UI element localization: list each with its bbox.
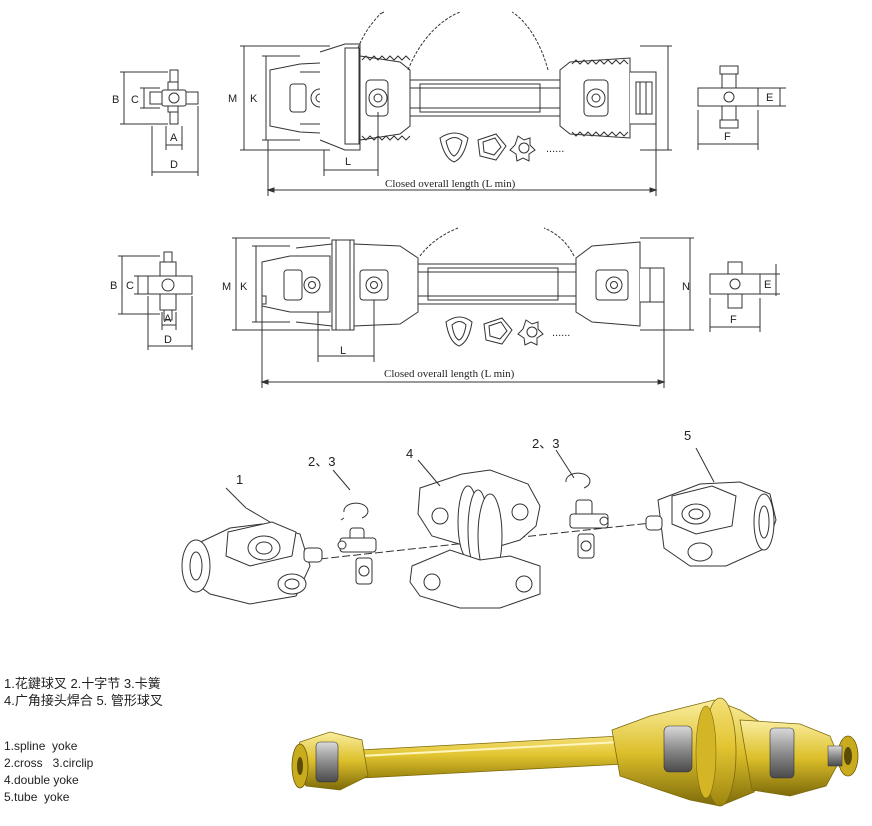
dim-m-top: M	[228, 93, 237, 105]
middle-drawing: B C A D	[110, 227, 780, 388]
legend-english-line-4: 5.tube yoke	[4, 790, 70, 804]
dim-e-top: E	[766, 92, 773, 104]
part-circlip-cross-left	[337, 502, 377, 585]
dim-b-top: B	[112, 94, 119, 106]
shaft-assembly-top	[240, 11, 672, 196]
pto-shaft-product-image	[291, 697, 859, 807]
part-double-yoke	[409, 469, 541, 609]
part-label-1: 1	[236, 472, 243, 487]
dim-a-mid: A	[164, 313, 172, 325]
part-circlip-cross-right	[565, 472, 609, 559]
shaft-assembly-mid	[232, 227, 694, 388]
legend-english-line-3: 4.double yoke	[4, 773, 79, 787]
dim-l-top: L	[345, 156, 351, 168]
part-label-2-3-left: 2、3	[308, 454, 335, 469]
top-drawing: B C A D	[112, 11, 786, 196]
exploded-view: 1 2、3 4	[181, 428, 777, 609]
profile-dots-mid: ......	[552, 327, 570, 339]
dim-m-mid: M	[222, 281, 231, 293]
dim-c-mid: C	[126, 280, 134, 292]
dim-f-top: F	[724, 131, 731, 143]
overall-length-caption-top: Closed overall length (L min)	[385, 178, 516, 190]
dim-a-top: A	[170, 132, 178, 144]
part-spline-yoke	[181, 507, 323, 605]
dim-d-mid: D	[164, 334, 172, 346]
dim-k-top: K	[250, 93, 258, 105]
legend-english-line-1: 1.spline yoke	[4, 739, 78, 753]
profile-shapes-mid	[445, 316, 544, 347]
dim-d-top: D	[170, 159, 178, 171]
part-tube-yoke	[645, 481, 777, 567]
right-end-view-mid	[709, 261, 780, 332]
dim-n-mid: N	[682, 281, 690, 293]
profile-shapes-top	[439, 132, 536, 163]
dim-k-mid: K	[240, 281, 248, 293]
dim-b-mid: B	[110, 280, 117, 292]
dim-f-mid: F	[730, 314, 737, 326]
legend-chinese-line-1: 1.花鍵球叉 2.十字节 3.卡簧	[4, 676, 161, 691]
left-end-view-top	[120, 69, 199, 176]
part-label-4: 4	[406, 446, 413, 461]
dim-e-mid: E	[764, 279, 771, 291]
part-label-2-3-right: 2、3	[532, 436, 559, 451]
part-label-5: 5	[684, 428, 691, 443]
legend-chinese-line-2: 4.广角接头焊合 5. 管形球叉	[4, 693, 163, 708]
right-end-view-top	[697, 65, 786, 150]
legend-english-line-2: 2.cross 3.circlip	[4, 756, 94, 770]
profile-dots-top: ......	[546, 143, 564, 155]
left-end-view-mid	[118, 251, 193, 350]
overall-length-caption-mid: Closed overall length (L min)	[384, 368, 515, 380]
dim-c-top: C	[131, 94, 139, 106]
dim-l-mid: L	[340, 345, 346, 357]
